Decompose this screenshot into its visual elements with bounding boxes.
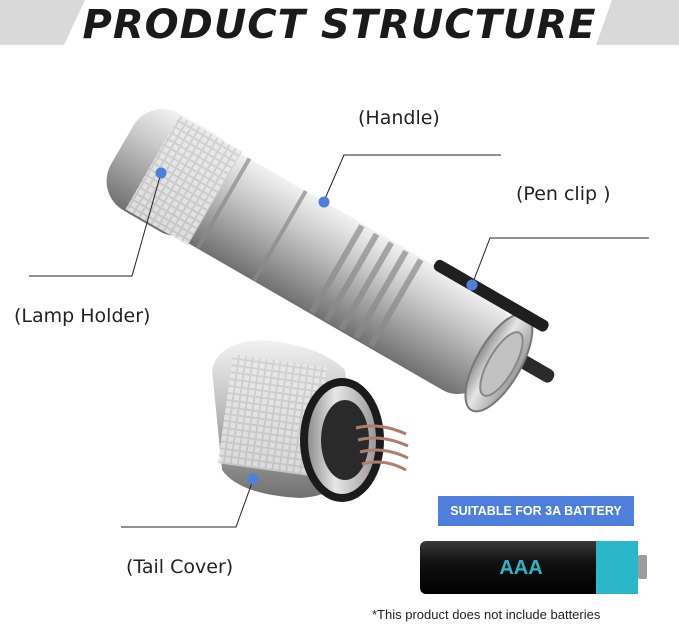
tail-cover xyxy=(212,340,409,502)
aaa-battery xyxy=(420,541,647,594)
title-band-decoration xyxy=(0,0,679,45)
page-title: PRODUCT STRUCTURE xyxy=(82,2,597,48)
handle-label: (Handle) xyxy=(358,107,440,129)
tail-cover-label: (Tail Cover) xyxy=(126,556,234,578)
battery-type-label: AAA xyxy=(499,557,542,579)
footnote: *This product does not include batteries xyxy=(372,607,601,622)
flashlight-body xyxy=(106,108,555,413)
leader-lines xyxy=(29,154,649,528)
pen-clip-label: (Pen clip ) xyxy=(516,183,611,205)
title-band xyxy=(0,0,679,50)
battery-badge: SUITABLE FOR 3A BATTERY xyxy=(438,496,634,526)
marker-dots xyxy=(155,167,478,485)
lamp-holder-label: (Lamp Holder) xyxy=(14,305,151,327)
